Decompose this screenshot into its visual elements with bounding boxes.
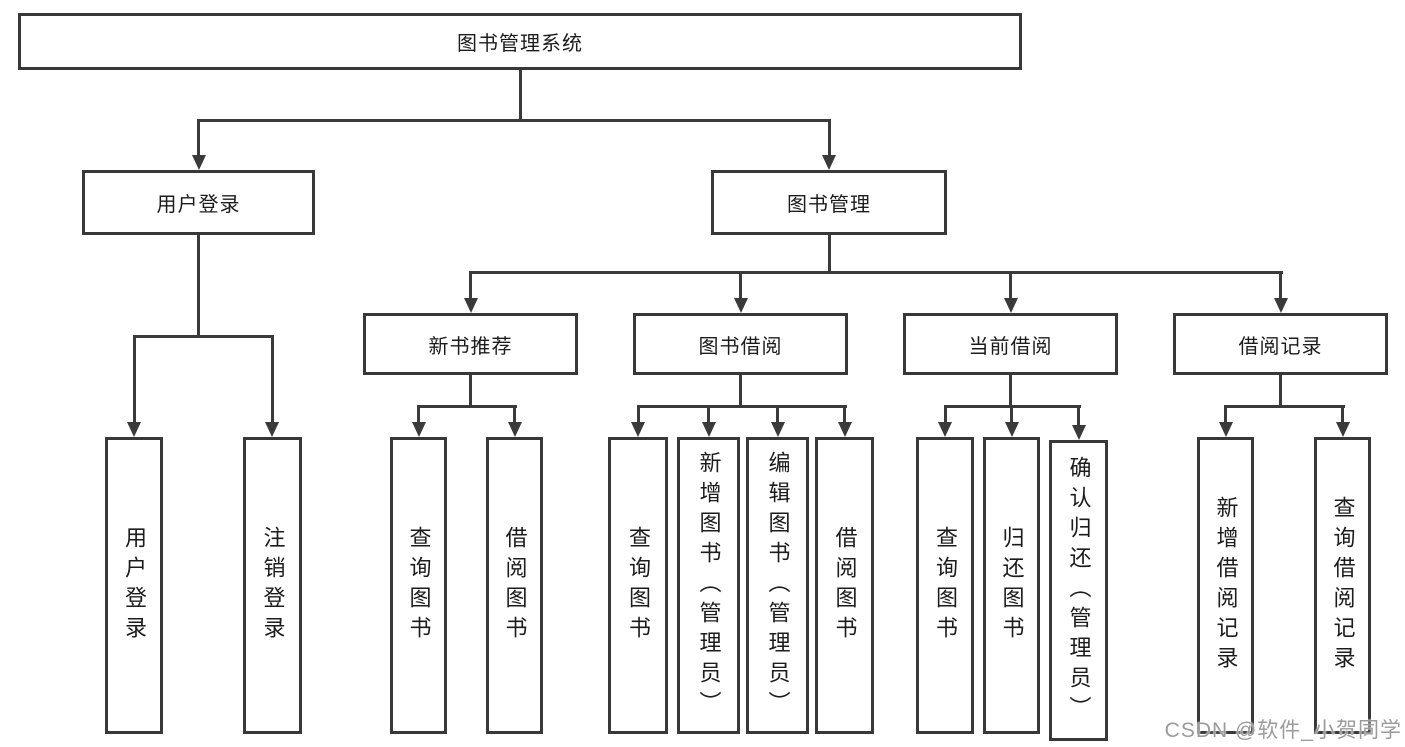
node-label: 图书借阅 [698, 335, 783, 358]
arrowhead-down-icon [733, 298, 748, 313]
node-leaf-bb-add: 新增图书（管理员） [677, 437, 740, 734]
node-label: 查询图书 [626, 525, 651, 646]
node-label: 新增图书（管理员） [696, 450, 722, 721]
node-label: 归还图书 [999, 525, 1025, 646]
node-label: 新书推荐 [428, 335, 513, 358]
arrowhead-down-icon [127, 422, 141, 437]
node-bookborrow: 图书借阅 [633, 313, 848, 375]
connector-line [270, 336, 274, 424]
node-leaf-user-login: 用户登录 [105, 437, 163, 734]
connector-line [132, 334, 274, 338]
connector-line [943, 406, 947, 424]
connector-line [518, 70, 522, 121]
node-leaf-cb-confirm: 确认归还（管理员） [1049, 440, 1108, 741]
arrowhead-down-icon [770, 422, 785, 437]
connector-line [1341, 406, 1344, 424]
node-leaf-bb-query: 查询图书 [608, 437, 668, 734]
connector-line [739, 272, 742, 300]
node-label: 图书管理系统 [457, 33, 583, 55]
connector-line [197, 235, 200, 337]
connector-line [1223, 404, 1345, 408]
node-root: 图书管理系统 [18, 13, 1022, 70]
connector-line [636, 406, 640, 424]
connector-line [827, 120, 831, 157]
node-newbook: 新书推荐 [363, 313, 578, 375]
connector-line [513, 406, 516, 424]
node-label: 图书管理 [787, 194, 871, 216]
node-leaf-bb-borrow: 借阅图书 [815, 437, 874, 734]
connector-line [843, 406, 846, 424]
connector-line [196, 118, 831, 122]
arrowhead-down-icon [191, 155, 206, 170]
arrowhead-down-icon [265, 422, 279, 437]
connector-line [827, 235, 831, 273]
csdn-watermark: CSDN @软件_小贺同学 [1164, 719, 1402, 742]
node-label: 借阅记录 [1238, 335, 1323, 358]
arrowhead-down-icon [463, 298, 478, 313]
connector-line [1279, 375, 1282, 407]
arrowhead-down-icon [631, 422, 645, 437]
arrowhead-down-icon [701, 422, 716, 437]
connector-line [739, 375, 742, 407]
node-label: 当前借阅 [968, 335, 1053, 358]
node-label: 用户登录 [122, 525, 147, 646]
node-label: 借阅图书 [502, 525, 528, 646]
connector-line [1010, 406, 1013, 424]
node-label: 注销登录 [260, 525, 286, 646]
node-label: 新增借阅记录 [1213, 495, 1239, 676]
connector-line [417, 406, 420, 424]
arrowhead-down-icon [837, 422, 852, 437]
connector-line [468, 270, 1283, 274]
connector-line [416, 404, 517, 408]
arrowhead-down-icon [938, 422, 952, 437]
connector-line [1009, 272, 1012, 300]
connector-line [132, 336, 136, 424]
connector-line [469, 375, 472, 407]
node-leaf-cb-return: 归还图书 [983, 437, 1040, 734]
connector-line [1279, 272, 1282, 300]
node-leaf-rec-add: 新增借阅记录 [1197, 437, 1254, 734]
node-records: 借阅记录 [1173, 313, 1388, 375]
node-leaf-nb-query: 查询图书 [390, 437, 447, 734]
connector-line [197, 120, 200, 157]
node-label: 借阅图书 [832, 525, 858, 646]
connector-line [1077, 406, 1080, 427]
node-login: 用户登录 [82, 170, 315, 235]
node-curborrow: 当前借阅 [903, 313, 1118, 375]
arrowhead-down-icon [1071, 425, 1086, 440]
connector-line [707, 406, 710, 424]
arrowhead-down-icon [1273, 298, 1288, 313]
node-leaf-cb-query: 查询图书 [916, 437, 974, 734]
arrowhead-down-icon [507, 422, 522, 437]
node-label: 查询图书 [406, 525, 432, 646]
node-label: 查询借阅记录 [1330, 495, 1356, 676]
node-bookmgmt: 图书管理 [711, 170, 947, 235]
arrowhead-down-icon [822, 155, 836, 170]
node-label: 编辑图书（管理员） [765, 450, 791, 721]
arrowhead-down-icon [1335, 422, 1350, 437]
node-leaf-nb-borrow: 借阅图书 [486, 437, 543, 734]
arrowhead-down-icon [1218, 422, 1233, 437]
connector-line [1009, 375, 1012, 407]
connector-line [636, 404, 847, 408]
node-label: 查询图书 [933, 525, 958, 646]
connector-line [469, 272, 472, 300]
node-leaf-rec-query: 查询借阅记录 [1314, 437, 1371, 734]
node-label: 用户登录 [156, 194, 241, 216]
node-leaf-bb-edit: 编辑图书（管理员） [746, 437, 809, 734]
arrowhead-down-icon [1004, 422, 1019, 437]
connector-line [1224, 406, 1227, 424]
node-leaf-logout: 注销登录 [243, 437, 302, 734]
connector-line [776, 406, 779, 424]
arrowhead-down-icon [1003, 298, 1018, 313]
arrowhead-down-icon [411, 422, 426, 437]
node-label: 确认归还（管理员） [1066, 455, 1092, 726]
